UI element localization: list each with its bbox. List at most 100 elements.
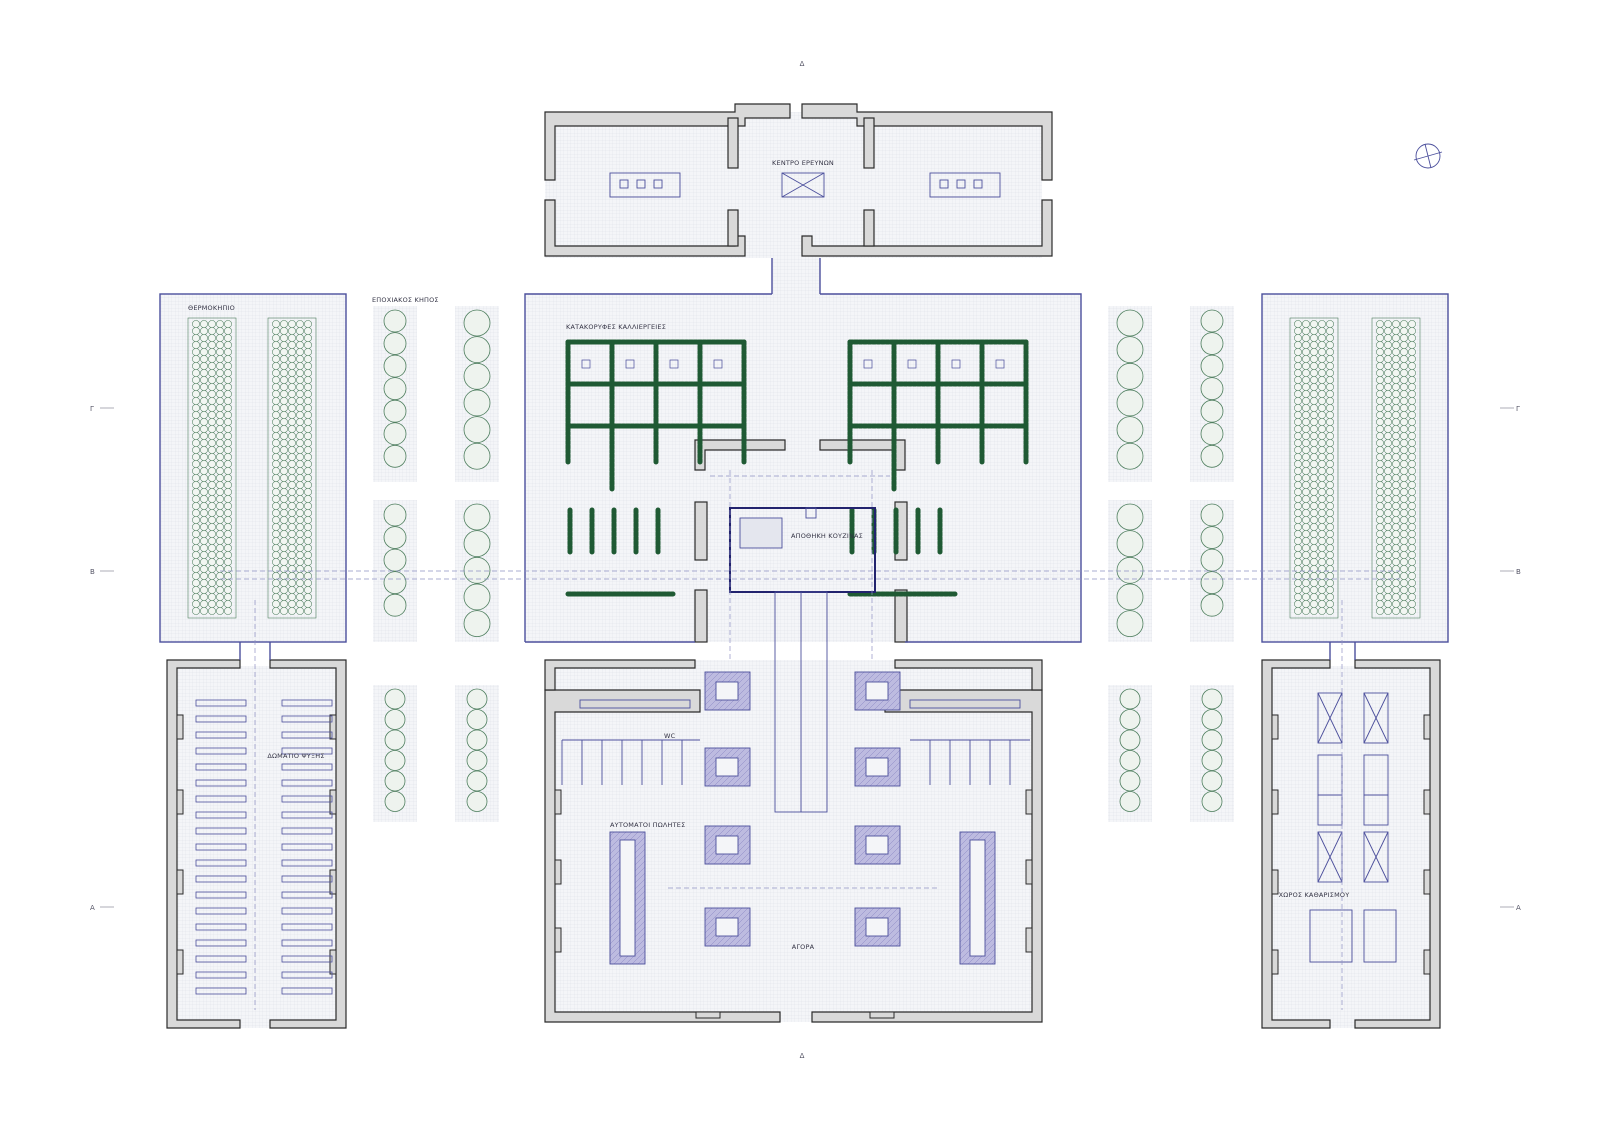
plant-icon (1294, 362, 1302, 370)
plant-icon (1400, 362, 1408, 370)
plant-icon (1318, 530, 1326, 538)
plant-icon (192, 579, 200, 587)
plant-icon (1392, 362, 1400, 370)
plant-icon (1310, 551, 1318, 559)
plant-icon (224, 523, 232, 531)
plant-icon (224, 600, 232, 608)
plant-icon (1318, 544, 1326, 552)
label-market: ΑΓΟΡΑ (792, 943, 815, 951)
plant-icon (1400, 558, 1408, 566)
plant-icon (1400, 460, 1408, 468)
plant-icon (280, 348, 288, 356)
plant-icon (200, 488, 208, 496)
plant-icon (1294, 432, 1302, 440)
plant-icon (1400, 502, 1408, 510)
tree-icon (1200, 444, 1224, 468)
plant-icon (1384, 474, 1392, 482)
plant-icon (1326, 523, 1334, 531)
plant-icon (288, 551, 296, 559)
plant-icon (1376, 460, 1384, 468)
plant-icon (192, 481, 200, 489)
plant-icon (304, 537, 312, 545)
plant-icon (304, 600, 312, 608)
plant-icon (280, 488, 288, 496)
plant-icon (1392, 446, 1400, 454)
plant-icon (272, 341, 280, 349)
tree-icon (1201, 688, 1223, 710)
plant-icon (272, 439, 280, 447)
plant-icon (280, 369, 288, 377)
tree-icon (1200, 354, 1224, 378)
plant-icon (304, 320, 312, 328)
plant-icon (208, 607, 216, 615)
plant-icon (208, 474, 216, 482)
plant-icon (1318, 523, 1326, 531)
plant-icon (216, 467, 224, 475)
plant-icon (1384, 572, 1392, 580)
tree-icon (1201, 709, 1223, 730)
plant-icon (1310, 572, 1318, 580)
plant-icon (200, 523, 208, 531)
plant-icon (1400, 467, 1408, 475)
plant-icon (1400, 404, 1408, 412)
plant-icon (208, 432, 216, 440)
plant-icon (200, 607, 208, 615)
plant-icon (1326, 334, 1334, 342)
plant-icon (272, 481, 280, 489)
plant-icon (208, 320, 216, 328)
plant-icon (1310, 460, 1318, 468)
cleaning-area-floor (1270, 666, 1440, 1028)
plant-icon (1318, 327, 1326, 335)
plant-icon (1294, 495, 1302, 503)
plant-icon (1408, 432, 1416, 440)
plant-icon (1376, 502, 1384, 510)
plant-icon (1302, 579, 1310, 587)
plant-icon (304, 481, 312, 489)
shelf (195, 827, 247, 835)
plant-icon (1310, 320, 1318, 328)
plant-icon (1302, 551, 1310, 559)
tree-icon (383, 422, 407, 446)
plant-icon (1318, 558, 1326, 566)
plant-icon (200, 383, 208, 391)
plant-icon (1384, 376, 1392, 384)
label-greenhouse: ΘΕΡΜΟΚΗΠΙΟ (188, 304, 235, 312)
plant-icon (1408, 537, 1416, 545)
plant-icon (1392, 600, 1400, 608)
plant-icon (1294, 397, 1302, 405)
plant-icon (304, 348, 312, 356)
plant-icon (1384, 383, 1392, 391)
plant-icon (1294, 341, 1302, 349)
plant-icon (224, 390, 232, 398)
plant-icon (1302, 355, 1310, 363)
plant-icon (200, 320, 208, 328)
plant-icon (216, 369, 224, 377)
plant-icon (304, 509, 312, 517)
plant-icon (1400, 334, 1408, 342)
plant-icon (280, 565, 288, 573)
tree-icon (466, 770, 488, 792)
plant-icon (192, 593, 200, 601)
plant-icon (1310, 467, 1318, 475)
plant-icon (1310, 481, 1318, 489)
plant-icon (224, 474, 232, 482)
plant-icon (1400, 355, 1408, 363)
plant-icon (1384, 404, 1392, 412)
furniture (195, 172, 1397, 995)
plant-icon (200, 600, 208, 608)
plant-icon (216, 453, 224, 461)
plant-icon (1302, 453, 1310, 461)
plant-icon (1392, 320, 1400, 328)
plant-icon (280, 446, 288, 454)
tree-icon (384, 729, 406, 751)
plant-icon (1294, 572, 1302, 580)
plant-icon (1326, 509, 1334, 517)
plant-icon (192, 565, 200, 573)
plant-icon (1318, 572, 1326, 580)
plant-icon (1408, 369, 1416, 377)
plant-icon (1294, 558, 1302, 566)
plant-icon (272, 565, 280, 573)
plant-icon (1326, 530, 1334, 538)
plant-icon (1400, 390, 1408, 398)
plant-icon (1408, 509, 1416, 517)
